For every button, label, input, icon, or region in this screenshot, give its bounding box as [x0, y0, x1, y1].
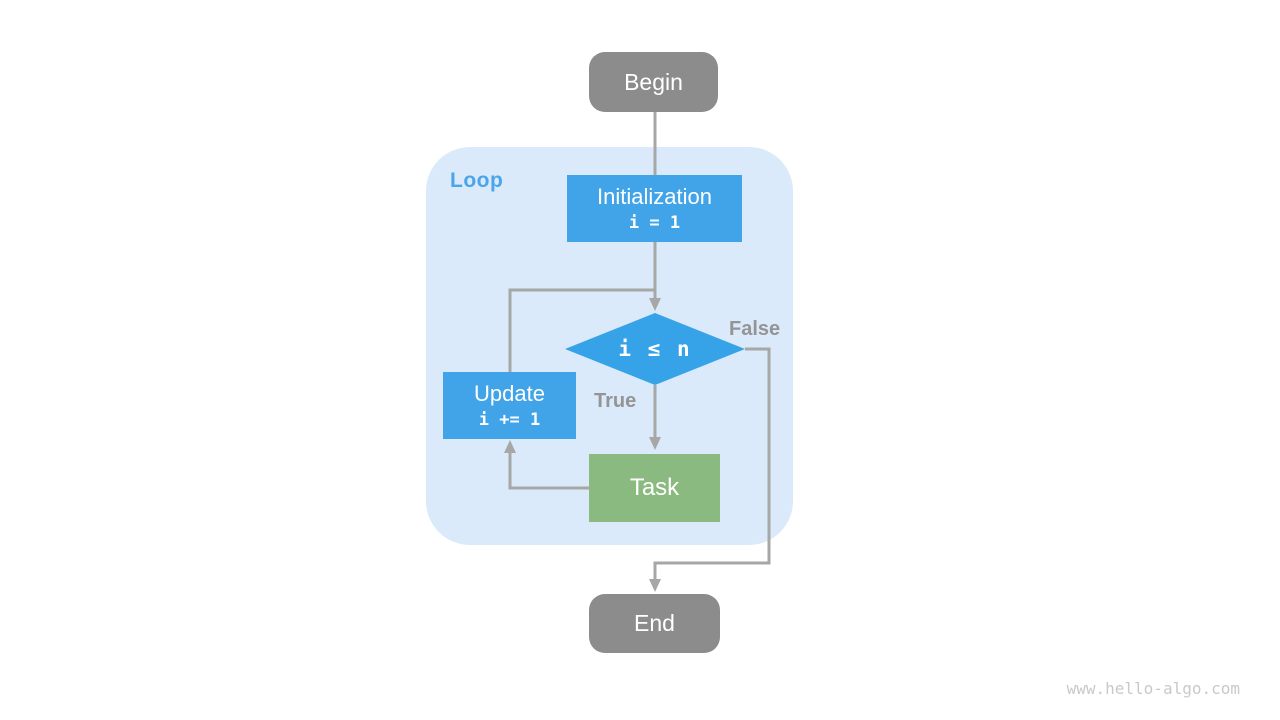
- arrowhead-into-update: [504, 440, 516, 453]
- edge-false-to-end: [653, 347, 771, 579]
- update-node: Update i += 1: [443, 372, 576, 439]
- task-node: Task: [589, 454, 720, 522]
- loop-region-label: Loop: [450, 169, 504, 192]
- initialization-node-label: Initialization: [597, 184, 712, 210]
- begin-node: Begin: [589, 52, 718, 112]
- arrowhead-into-end: [649, 579, 661, 592]
- edge-task-to-update: [508, 453, 589, 490]
- true-branch-label: True: [594, 390, 637, 412]
- initialization-node-code: i = 1: [628, 212, 681, 233]
- false-branch-label: False: [729, 318, 781, 340]
- end-node-label: End: [634, 610, 675, 637]
- arrowhead-into-condition: [649, 298, 661, 311]
- task-node-label: Task: [629, 474, 680, 501]
- watermark-text: www.hello-algo.com: [1066, 679, 1240, 698]
- initialization-node: Initialization i = 1: [567, 175, 742, 242]
- end-node: End: [589, 594, 720, 653]
- arrowhead-into-task: [649, 437, 661, 450]
- begin-node-label: Begin: [624, 68, 683, 95]
- update-node-label: Update: [474, 381, 545, 407]
- condition-node-code: i ≤ n: [618, 336, 692, 361]
- update-node-code: i += 1: [478, 409, 541, 430]
- edge-update-loopback: [508, 288, 655, 373]
